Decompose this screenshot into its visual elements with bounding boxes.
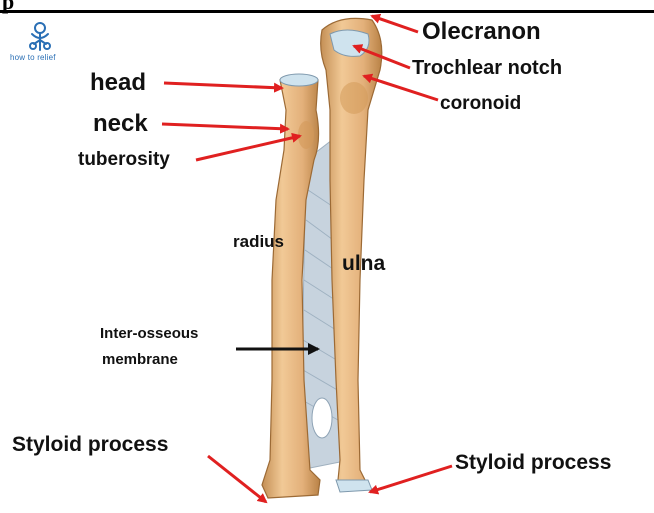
label-radius: radius — [233, 233, 284, 250]
label-coronoid: coronoid — [440, 94, 521, 113]
label-ulna: ulna — [342, 253, 385, 274]
head-arrow — [164, 83, 282, 88]
label-styloid-process-left: Styloid process — [12, 434, 168, 455]
label-trochlear-notch: Trochlear notch — [412, 58, 562, 78]
olecranon-arrow — [372, 16, 418, 32]
neck-arrow — [162, 124, 288, 129]
styloid-right-arrow — [370, 466, 452, 492]
label-head: head — [90, 71, 146, 95]
label-olecranon: Olecranon — [422, 20, 541, 44]
label-inter-osseous: Inter-osseous — [100, 326, 198, 341]
label-neck: neck — [93, 112, 148, 136]
label-styloid-process-right: Styloid process — [455, 452, 611, 473]
label-tuberosity: tuberosity — [78, 150, 170, 169]
label-membrane: membrane — [102, 352, 178, 367]
styloid-left-arrow — [208, 456, 266, 502]
